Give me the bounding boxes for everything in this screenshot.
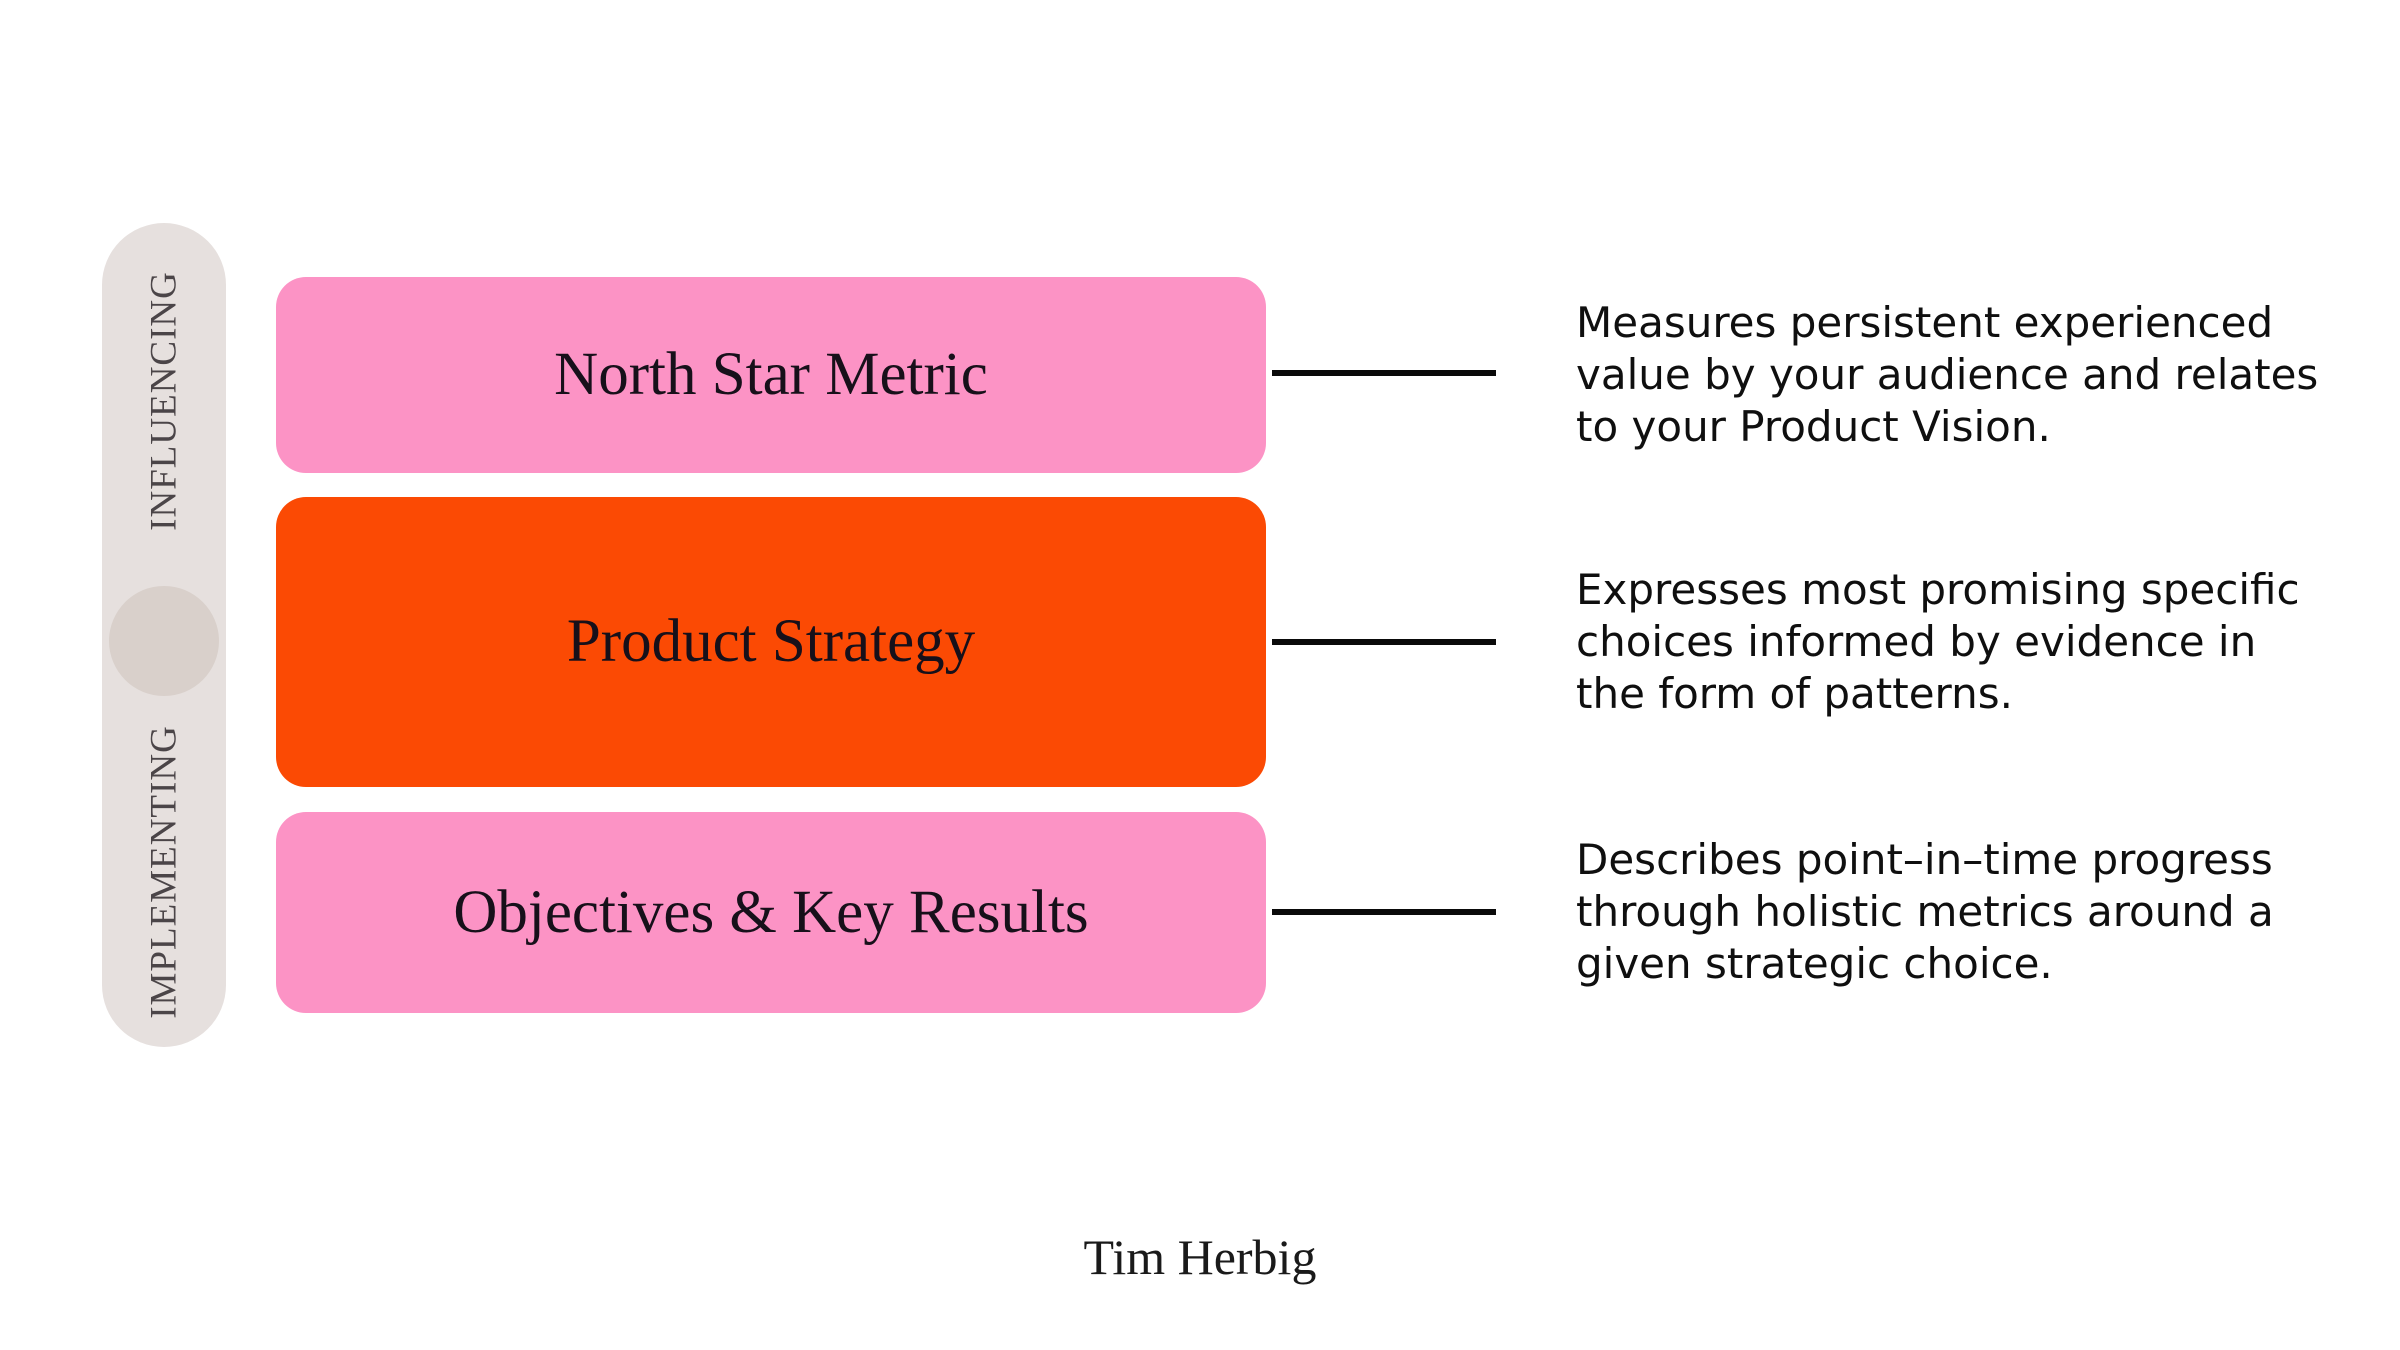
description-line: through holistic metrics around a xyxy=(1576,887,2274,936)
description-line: Expresses most promising specific xyxy=(1576,565,2300,614)
description-line: the form of patterns. xyxy=(1576,669,2013,718)
description-line: Describes point–in–time progress xyxy=(1576,835,2273,884)
box-title-objectives-key-results: Objectives & Key Results xyxy=(453,878,1089,946)
box-objectives-key-results: Objectives & Key Results xyxy=(276,812,1266,1013)
phase-label-implementing: IMPLEMENTING xyxy=(143,725,185,1019)
description-line: Measures persistent experienced xyxy=(1576,298,2274,347)
attribution-name: Tim Herbig xyxy=(1083,1229,1317,1285)
description-line: given strategic choice. xyxy=(1576,939,2053,988)
connector-line-product-strategy xyxy=(1272,639,1496,645)
connector-line-objectives-key-results xyxy=(1272,909,1496,915)
phase-label-influencing: INFLUENCING xyxy=(143,271,185,531)
description-line: choices informed by evidence in xyxy=(1576,617,2257,666)
box-north-star-metric: North Star Metric xyxy=(276,277,1266,473)
phase-divider-circle xyxy=(109,586,219,696)
box-title-product-strategy: Product Strategy xyxy=(566,608,976,675)
description-north-star-metric: Measures persistent experienced value by… xyxy=(1576,297,2400,453)
box-product-strategy: Product Strategy xyxy=(276,497,1266,787)
description-line: to your Product Vision. xyxy=(1576,402,2051,451)
box-title-north-star-metric: North Star Metric xyxy=(554,341,988,408)
description-objectives-key-results: Describes point–in–time progress through… xyxy=(1576,834,2400,990)
description-product-strategy: Expresses most promising specific choice… xyxy=(1576,564,2400,720)
description-line: value by your audience and relates xyxy=(1576,350,2319,399)
connector-line-north-star-metric xyxy=(1272,370,1496,376)
